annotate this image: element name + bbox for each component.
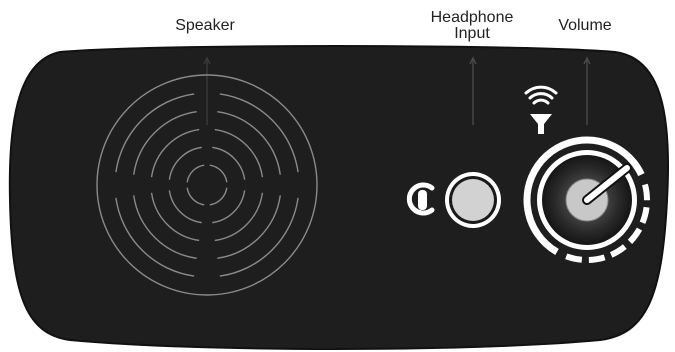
volume-label-text: Volume [535,18,635,34]
speaker-label: Speaker [155,18,255,34]
speaker-label-text: Speaker [155,18,255,34]
volume-label: Volume [535,18,635,34]
headphone-input-label: Headphone Input [412,10,532,42]
headphone-label-line2: Input [412,26,532,42]
headphone-label-line1: Headphone [412,10,532,26]
headphone-jack[interactable] [445,172,501,228]
